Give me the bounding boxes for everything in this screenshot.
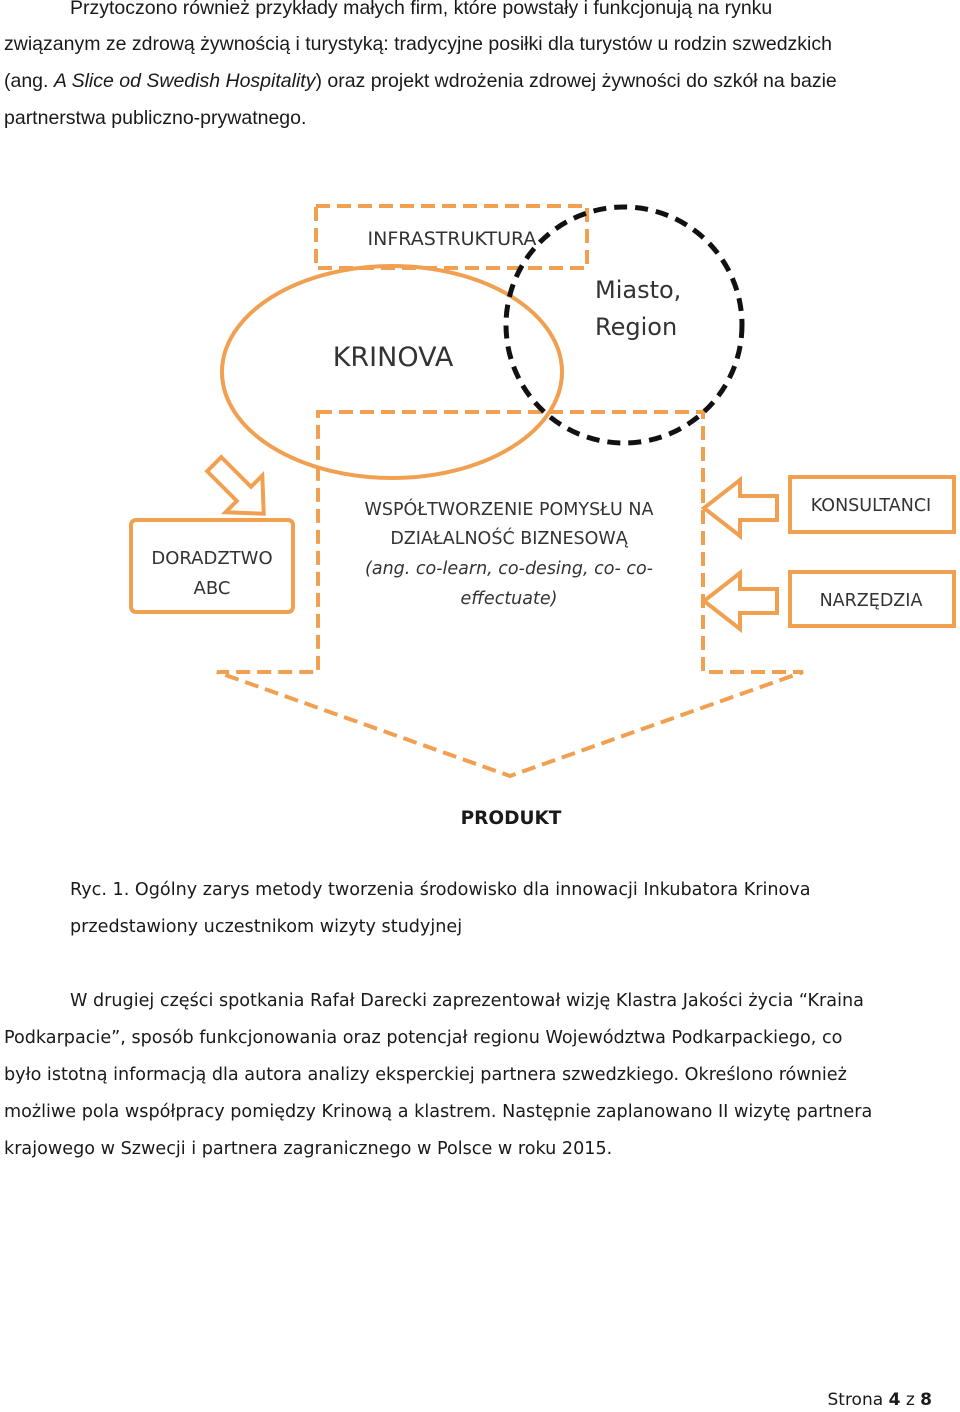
- intro-line-3-italic: A Slice od Swedish Hospitality: [53, 70, 316, 92]
- center-label-2: DZIAŁALNOŚĆ BIZNESOWĄ: [390, 527, 628, 549]
- intro-line-3-post: ) oraz projekt wdrożenia zdrowej żywnośc…: [315, 70, 837, 92]
- narzedzia-label: NARZĘDZIA: [820, 591, 923, 611]
- body-line-4: możliwe pola współpracy pomiędzy Krinową…: [4, 1102, 873, 1122]
- krinova-ellipse: [220, 264, 564, 480]
- doradztwo-box: [129, 518, 295, 614]
- intro-line-4: partnerstwa publiczno-prywatnego.: [4, 107, 307, 129]
- body-line-3: było istotną informacją dla autora anali…: [4, 1065, 847, 1085]
- konsultanci-box: [788, 475, 956, 534]
- intro-line-2: związanym ze zdrową żywnością i turystyk…: [4, 33, 832, 55]
- doradztwo-arrow: [204, 454, 266, 516]
- region-label: Region: [595, 313, 677, 341]
- page-of: z: [905, 1390, 915, 1410]
- produkt-label: PRODUKT: [461, 808, 562, 829]
- total-pages: 8: [920, 1390, 932, 1410]
- intro-line-3-pre: (ang.: [4, 70, 54, 92]
- narzedzia-box: [788, 570, 956, 628]
- krinova-label: KRINOVA: [333, 342, 454, 373]
- page-number: Strona 4 z 8: [827, 1390, 932, 1410]
- body-line-1: W drugiej części spotkania Rafał Darecki…: [70, 991, 864, 1011]
- page-label: Strona: [827, 1390, 884, 1410]
- intro-line-3: (ang. A Slice od Swedish Hospitality) or…: [4, 63, 932, 100]
- center-label-4: effectuate): [461, 589, 558, 609]
- konsultanci-label: KONSULTANCI: [811, 496, 931, 516]
- center-label-1: WSPÓŁTWORZENIE POMYSŁU NA: [365, 498, 654, 520]
- caption-line-2: przedstawiony uczestnikom wizyty studyjn…: [70, 917, 463, 937]
- body-line-5: krajowego w Szwecji i partnera zagranicz…: [4, 1139, 613, 1159]
- miasto-region-circle: [503, 204, 745, 446]
- center-arrow-box: [216, 410, 804, 779]
- narzedzia-arrow: [700, 568, 779, 634]
- center-label-3: (ang. co-learn, co-desing, co- co-: [365, 559, 653, 579]
- doradztwo-label-1: DORADZTWO: [151, 548, 272, 569]
- doradztwo-label-2: ABC: [194, 578, 231, 599]
- caption-line-1: Ryc. 1. Ogólny zarys metody tworzenia śr…: [70, 880, 811, 900]
- miasto-label: Miasto,: [595, 276, 681, 304]
- body-line-2: Podkarpacie”, sposób funkcjonowania oraz…: [4, 1028, 843, 1048]
- infrastruktura-label: INFRASTRUKTURA: [368, 228, 537, 250]
- current-page: 4: [888, 1390, 901, 1410]
- krinova-method-diagram: INFRASTRUKTURA KRINOVA Miasto, Region DO…: [129, 204, 956, 829]
- intro-line-1: Przytoczono również przykłady małych fir…: [70, 0, 773, 19]
- konsultanci-arrow: [700, 475, 779, 541]
- infrastruktura-box: [314, 204, 589, 270]
